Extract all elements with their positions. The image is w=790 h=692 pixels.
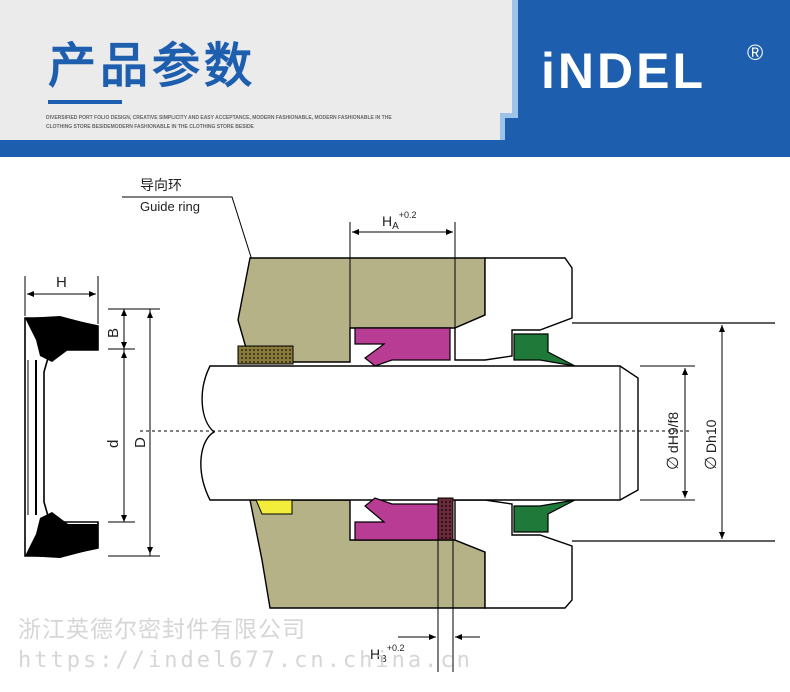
hb-dimension <box>398 540 480 672</box>
right-dimensions <box>640 325 723 539</box>
watermark-company: 浙江英德尔密封件有限公司 <box>18 617 306 643</box>
hb-ring <box>437 497 454 541</box>
left-arrowheads <box>27 291 153 554</box>
ha-dimension <box>349 222 456 328</box>
guide-ring-upper <box>237 345 294 365</box>
watermark-url: https://indel677.cn.china.cn <box>18 648 473 673</box>
guide-ring-en-label: Guide ring <box>140 199 200 214</box>
dim-d-label: d <box>105 440 122 448</box>
brand-logo: iNDEL <box>541 43 706 99</box>
dim-ha-label: HA+0.2 <box>382 210 417 232</box>
dim-hb-label: HB+0.2 <box>370 643 405 665</box>
seal-diagram: H B d D 导向环 Guide ring HA+0.2 <box>24 177 775 672</box>
registered-mark: ® <box>747 40 764 65</box>
guide-ring-cn-label: 导向环 <box>140 177 182 193</box>
wiper-lower <box>513 499 576 533</box>
seal-lip-bottom <box>25 512 98 558</box>
seal-profile-drawing <box>24 316 99 558</box>
header-brand-panel <box>0 0 790 157</box>
dim-dh9-label: ∅dH9/f8 <box>665 412 682 470</box>
dim-D-label: D <box>132 437 149 448</box>
rod-seal-lower <box>354 497 451 541</box>
dim-b-label: B <box>105 328 122 338</box>
piston-rod <box>140 365 690 501</box>
left-dimensions <box>24 276 160 557</box>
housing-lower <box>249 499 775 609</box>
page-title: 产品参数 <box>48 38 257 94</box>
rod-seal-upper <box>354 327 451 367</box>
housing-upper <box>237 257 775 363</box>
seal-lip-top <box>25 316 98 362</box>
wiper-upper <box>513 333 576 367</box>
dim-h-label: H <box>56 274 67 291</box>
title-underline <box>48 100 122 104</box>
dim-dh10-label: ∅Dh10 <box>703 419 720 470</box>
guide-ring-lower <box>255 499 293 515</box>
tagline: DIVERSIFIED PORT FOLIO DESIGN, CREATIVE … <box>46 115 392 130</box>
